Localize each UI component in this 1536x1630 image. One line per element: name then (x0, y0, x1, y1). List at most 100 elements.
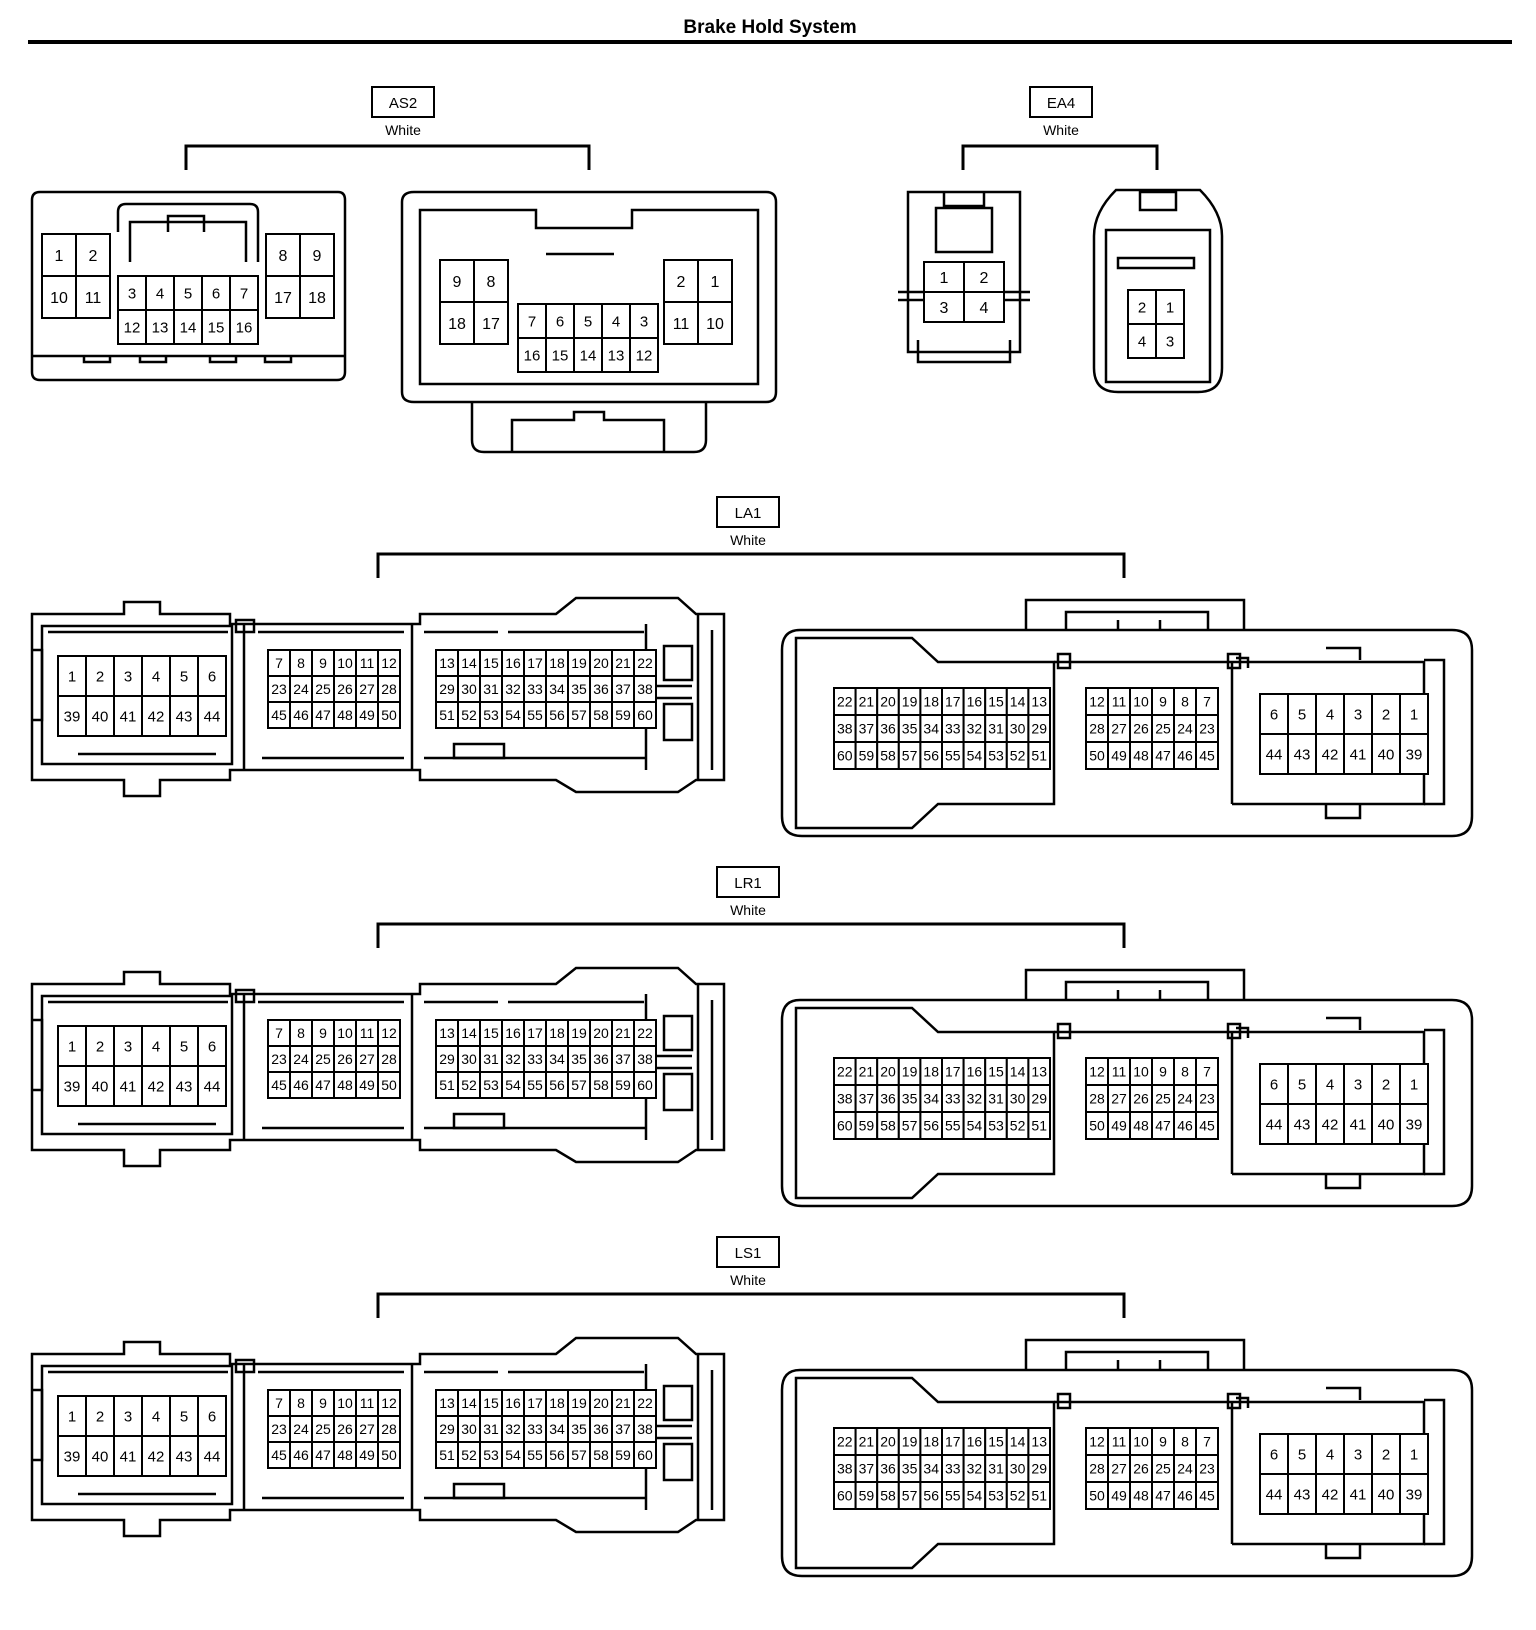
connector-code: LS1 (735, 1245, 762, 1262)
terminal-number: 5 (1298, 706, 1306, 723)
terminal-number: 13 (1031, 1064, 1047, 1080)
terminal-number: 5 (1298, 1446, 1306, 1463)
terminal-number: 18 (923, 1434, 939, 1450)
terminal-cell (41, 275, 77, 319)
terminal-cell (629, 337, 659, 373)
terminal-number: 17 (527, 1395, 543, 1411)
terminal-number: 59 (615, 1447, 631, 1463)
terminal-number: 48 (1133, 1118, 1149, 1134)
terminal-number: 44 (204, 708, 221, 725)
terminal-number: 2 (1382, 706, 1390, 723)
terminal-number: 4 (1138, 333, 1146, 350)
connector-color: White (730, 1272, 766, 1288)
terminal-number: 14 (580, 347, 597, 364)
terminal-number: 14 (461, 1395, 477, 1411)
terminal-number: 49 (359, 1077, 375, 1093)
terminal-number: 9 (313, 248, 322, 265)
terminal-number: 22 (837, 694, 853, 710)
terminal-number: 38 (837, 1091, 853, 1107)
terminal-number: 38 (837, 1461, 853, 1477)
terminal-number: 49 (359, 1447, 375, 1463)
terminal-number: 42 (1322, 1486, 1339, 1503)
terminal-number: 57 (571, 1077, 587, 1093)
terminal-number: 48 (337, 1447, 353, 1463)
terminal-number: 57 (902, 1488, 918, 1504)
terminal-number: 60 (837, 748, 853, 764)
terminal-number: 13 (439, 1395, 455, 1411)
terminal-number: 35 (571, 1051, 587, 1067)
terminal-number: 25 (1155, 1461, 1171, 1477)
terminal-number: 27 (359, 1051, 375, 1067)
terminal-number: 2 (1382, 1446, 1390, 1463)
terminal-number: 57 (902, 748, 918, 764)
as2-right-housing (400, 190, 778, 454)
terminal-number: 54 (505, 707, 521, 723)
terminal-number: 58 (593, 1447, 609, 1463)
terminal-number: 58 (593, 1077, 609, 1093)
ea4-left-housing (898, 190, 1030, 364)
terminal-number: 1 (1166, 299, 1174, 316)
terminal-number: 60 (637, 707, 653, 723)
terminal-number: 20 (880, 1064, 896, 1080)
terminal-cell (85, 1395, 115, 1437)
terminal-number: 9 (319, 655, 327, 671)
terminal-number: 55 (945, 1118, 961, 1134)
left-housing (30, 966, 726, 1168)
terminal-number: 17 (527, 655, 543, 671)
terminal-number: 9 (453, 274, 462, 291)
terminal-cell (299, 275, 335, 319)
terminal-number: 44 (1266, 746, 1283, 763)
terminal-number: 51 (439, 1447, 455, 1463)
terminal-number: 18 (308, 290, 326, 307)
terminal-number: 30 (1010, 1091, 1026, 1107)
terminal-number: 51 (1031, 1118, 1047, 1134)
terminal-number: 7 (275, 1025, 283, 1041)
terminal-number: 46 (1177, 748, 1193, 764)
terminal-number: 41 (1350, 746, 1367, 763)
terminal-number: 1 (68, 1408, 76, 1425)
terminal-number: 39 (1406, 1116, 1423, 1133)
terminal-cell (57, 655, 87, 697)
terminal-cell (663, 259, 699, 303)
terminal-number: 27 (1111, 721, 1127, 737)
terminal-cell (265, 275, 301, 319)
terminal-number: 56 (923, 748, 939, 764)
terminal-number: 53 (988, 1118, 1004, 1134)
terminal-number: 29 (439, 681, 455, 697)
terminal-number: 40 (92, 708, 109, 725)
terminal-number: 60 (837, 1118, 853, 1134)
terminal-number: 3 (640, 313, 648, 330)
terminal-cell (299, 233, 335, 277)
terminal-number: 2 (96, 1038, 104, 1055)
terminal-number: 52 (461, 1447, 477, 1463)
terminal-number: 4 (152, 1038, 160, 1055)
terminal-number: 23 (1199, 1461, 1215, 1477)
terminal-number: 46 (1177, 1488, 1193, 1504)
terminal-number: 3 (1166, 333, 1174, 350)
terminal-number: 17 (945, 1434, 961, 1450)
terminal-number: 47 (1155, 1118, 1171, 1134)
terminal-cell (141, 1435, 171, 1477)
terminal-number: 32 (505, 681, 521, 697)
terminal-number: 6 (556, 313, 564, 330)
terminal-number: 51 (1031, 748, 1047, 764)
terminal-cell (85, 695, 115, 737)
terminal-cell (1195, 1111, 1219, 1140)
terminal-number: 14 (1010, 1434, 1026, 1450)
terminal-number: 16 (524, 347, 541, 364)
terminal-number: 42 (148, 1078, 165, 1095)
terminal-cell (201, 309, 231, 345)
terminal-cell (57, 1025, 87, 1067)
terminal-number: 13 (608, 347, 625, 364)
terminal-number: 12 (381, 1025, 397, 1041)
terminal-number: 17 (945, 694, 961, 710)
terminal-number: 35 (571, 681, 587, 697)
terminal-number: 4 (156, 285, 164, 302)
terminal-number: 2 (1382, 1076, 1390, 1093)
